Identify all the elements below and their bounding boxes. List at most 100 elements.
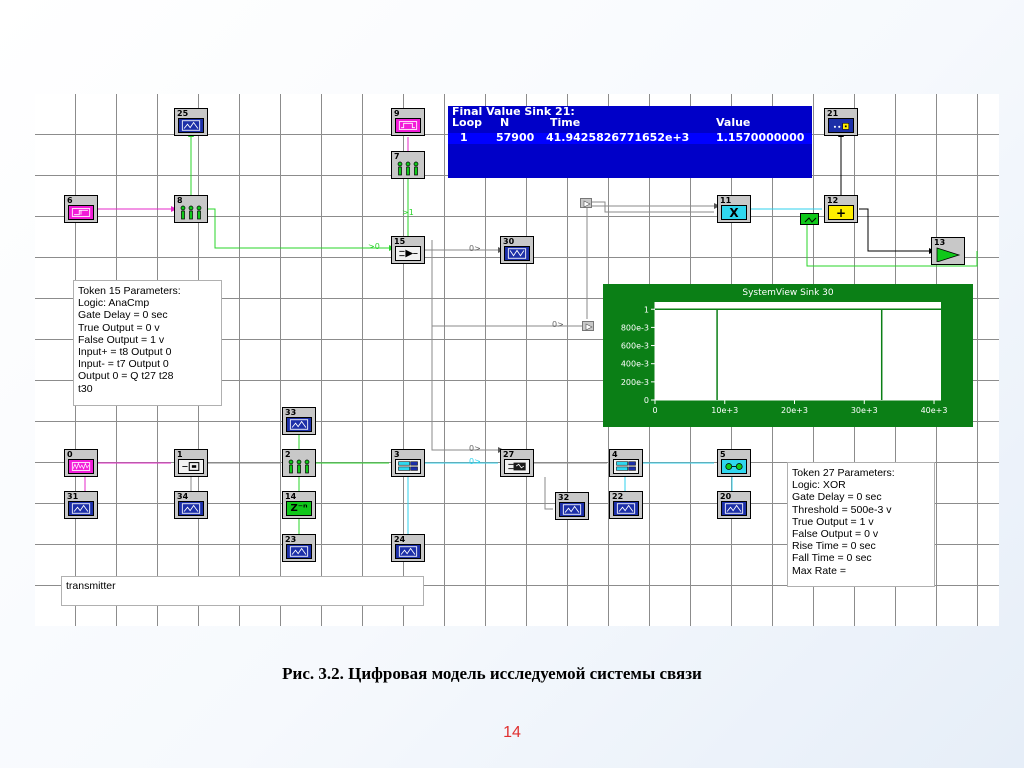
token-number: 6 — [67, 196, 73, 205]
token-6[interactable]: 6 — [64, 195, 98, 223]
token-number: 7 — [394, 152, 400, 161]
header-loop: Loop — [452, 115, 482, 129]
parameter-line: Max Rate = — [792, 564, 846, 577]
token-number: 1 — [177, 450, 183, 459]
token-15[interactable]: 15 — [391, 236, 425, 264]
plot-sink-icon — [178, 501, 204, 516]
token-2[interactable]: 2 — [282, 449, 316, 477]
parameter-line: t30 — [78, 382, 93, 395]
token-25[interactable]: 25 — [174, 108, 208, 136]
token-21[interactable]: 21 — [824, 108, 858, 136]
parameter-line: Rise Time = 0 sec — [792, 540, 876, 553]
plot-sink-icon — [721, 501, 747, 516]
plot-sink-icon — [178, 118, 204, 133]
token-number: 3 — [394, 450, 400, 459]
parameter-line: Token 15 Parameters: — [78, 285, 181, 297]
token-24[interactable]: 24 — [391, 534, 425, 562]
token-number: 24 — [394, 535, 406, 544]
parameter-line: Threshold = 500e-3 v — [792, 503, 892, 516]
token-4[interactable]: 4 — [609, 449, 643, 477]
token-number: 20 — [720, 492, 732, 501]
token-number: 0 — [67, 450, 73, 459]
token-9[interactable]: 9 — [391, 108, 425, 136]
token-12[interactable]: 12+ — [824, 195, 858, 223]
y-tick-label: 200e-3 — [621, 378, 649, 387]
token-33[interactable]: 33 — [282, 407, 316, 435]
token-number: 15 — [394, 237, 406, 246]
x-tick-label: 10e+3 — [711, 406, 738, 415]
junction-icon — [804, 217, 817, 223]
token-3[interactable]: 3 — [391, 449, 425, 477]
token-0[interactable]: 0 — [64, 449, 98, 477]
token-5[interactable]: 5 — [717, 449, 751, 477]
transmitter-text: transmitter — [66, 580, 116, 592]
token-number: 4 — [612, 450, 618, 459]
multiplier-glyph: X — [729, 205, 739, 220]
plot-sink-icon — [286, 544, 312, 559]
y-tick-label: 600e-3 — [621, 342, 649, 351]
plot-sink-icon — [504, 246, 530, 261]
parameter-line: Token 27 Parameters: — [792, 467, 895, 479]
token-7[interactable]: 7 — [391, 151, 425, 179]
cell-n: 57900 — [496, 131, 535, 144]
summing-junction-upper[interactable] — [580, 198, 592, 208]
transmitter-note[interactable]: transmitter — [61, 576, 424, 606]
noise-source-icon — [68, 459, 94, 474]
wire-label-8-to-15: >0 — [368, 242, 380, 251]
token-31[interactable]: 31 — [64, 491, 98, 519]
cell-time: 41.9425826771652e+3 — [546, 131, 690, 144]
plot-sink-icon — [68, 501, 94, 516]
token-23[interactable]: 23 — [282, 534, 316, 562]
step-source-icon — [68, 205, 94, 220]
token-12-input-junction[interactable] — [800, 213, 819, 225]
parameter-line: False Output = 0 v — [792, 528, 879, 541]
connector-icon — [721, 459, 747, 474]
parameter-line: Gate Delay = 0 sec — [78, 309, 168, 322]
parameter-bars-icon — [286, 459, 312, 474]
token-number: 30 — [503, 237, 515, 246]
token-13[interactable]: 13 — [931, 237, 965, 265]
wire-13-feedback — [806, 222, 978, 267]
token-20[interactable]: 20 — [717, 491, 751, 519]
play-arrow-icon — [583, 200, 591, 208]
token-number: 33 — [285, 408, 297, 417]
token-number: 14 — [285, 492, 297, 501]
data-block-icon — [613, 459, 639, 474]
token-number: 27 — [503, 450, 515, 459]
token-1[interactable]: 1 — [174, 449, 208, 477]
token-34[interactable]: 34 — [174, 491, 208, 519]
parameter-line: True Output = 1 v — [792, 515, 874, 528]
token-number: 12 — [827, 196, 839, 205]
token-32[interactable]: 32 — [555, 492, 589, 520]
token-number: 11 — [720, 196, 732, 205]
y-tick-label: 400e-3 — [621, 360, 649, 369]
wire-label-15-to-sum: 0> — [552, 320, 564, 329]
delay-icon: Z⁻ⁿ — [286, 501, 312, 516]
y-tick-label: 1 — [644, 305, 649, 314]
cell-value: 1.1570000000 — [716, 131, 805, 144]
adder-glyph: + — [835, 205, 847, 220]
token-number: 9 — [394, 109, 400, 118]
final-value-header: Loop N Time Value — [452, 115, 808, 129]
sample-hold-icon — [178, 459, 204, 474]
parameter-line: False Output = 1 v — [78, 333, 165, 346]
token-27[interactable]: 27 — [500, 449, 534, 477]
final-value-title: Final Value Sink 21: — [452, 106, 575, 118]
token-number: 22 — [612, 492, 624, 501]
token-8[interactable]: 8 — [174, 195, 208, 223]
token-22[interactable]: 22 — [609, 491, 643, 519]
parameter-line: Input+ = t8 Output 0 — [78, 346, 172, 359]
x-tick-label: 40e+3 — [921, 406, 948, 415]
token-number: 23 — [285, 535, 297, 544]
summing-junction-lower[interactable] — [582, 321, 594, 331]
y-tick-label: 800e-3 — [621, 323, 649, 332]
token-30[interactable]: 30 — [500, 236, 534, 264]
gain-amplifier-icon — [935, 247, 961, 262]
wire-sum-to-11 — [591, 201, 714, 213]
